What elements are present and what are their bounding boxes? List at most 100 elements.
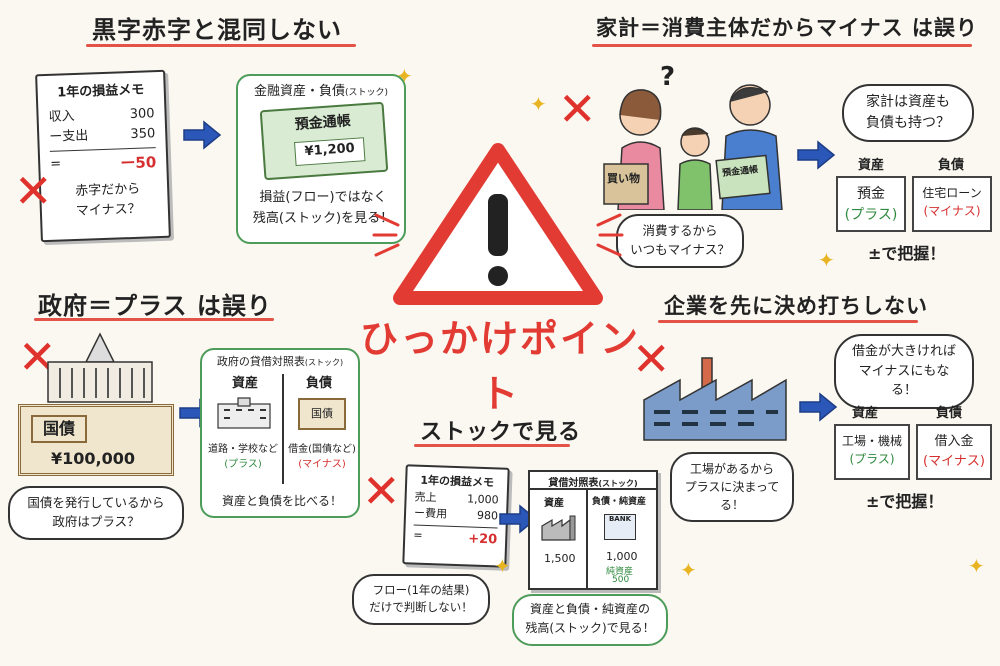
- memo-value: 300: [129, 106, 155, 123]
- asset-heading: 資産: [858, 158, 885, 173]
- x-mark-icon: ✕: [14, 164, 53, 218]
- bond-amount: ¥100,000: [51, 449, 136, 468]
- liability-heading: 負債: [936, 406, 963, 421]
- sparkle-icon: ✦: [680, 558, 697, 582]
- memo-result: ー50: [120, 153, 157, 173]
- sparkle-icon: ✦: [968, 554, 985, 578]
- balance-sheet-card: 貸借対照表(ストック) 資産 負債・純資産 BANK 1,500 1,000 純…: [528, 470, 658, 590]
- footer-text: ±で把握！: [868, 244, 946, 263]
- memo-value: 1,000: [466, 491, 499, 506]
- bond-title: 国債: [31, 415, 87, 443]
- sheet-title-text: 貸借対照表: [548, 478, 599, 489]
- shopping-bag-label: 買い物: [607, 172, 640, 185]
- divider: [530, 488, 656, 490]
- heading-s2: 家計＝消費主体だからマイナス は誤り: [596, 16, 978, 40]
- right-value: 1,000: [606, 550, 638, 563]
- liability-caption: 借金(国債など) (マイナス): [284, 442, 360, 472]
- asset-heading: 資産: [232, 376, 259, 391]
- asset-card: 預金 (プラス): [836, 176, 906, 232]
- school-building-icon: [217, 397, 271, 429]
- stock-caption: 資産と負債・純資産の 残高(ストック)で見る！: [512, 594, 668, 646]
- company-speech-bubble: 工場があるから プラスに決まってる！: [670, 452, 794, 522]
- memo-result-row: = +20: [413, 527, 498, 549]
- parliament-building-icon: [47, 332, 153, 403]
- liability-tag: (マイナス): [298, 459, 346, 470]
- memo-eq: =: [413, 528, 423, 542]
- heading-s3: 政府＝プラス は誤り: [38, 292, 272, 320]
- x-mark-icon: ✕: [632, 332, 671, 386]
- memo-label: 収入: [48, 109, 75, 126]
- divider: [586, 488, 588, 588]
- liability-name: 住宅ローン: [922, 186, 982, 200]
- memo-result-row: = ー50: [50, 152, 157, 179]
- emphasis-lines-icon: [372, 213, 400, 257]
- question-mark: ?: [660, 62, 676, 92]
- liability-caption-text: 借金(国債など): [288, 444, 356, 455]
- sheet-title: 貸借対照表(ストック): [530, 474, 656, 489]
- memo-label: ー費用: [413, 506, 448, 521]
- memo-result: +20: [467, 530, 498, 547]
- heading-s5: 企業を先に決め打ちしない: [664, 294, 928, 318]
- heading-s5-underline: [658, 320, 918, 323]
- asset-name: 工場・機械: [841, 434, 902, 448]
- government-speech-bubble: 国債を発行しているから 政府はプラス？: [8, 486, 184, 540]
- household-speech-bubble: 消費するから いつもマイナス？: [616, 214, 744, 268]
- main-title: ひっかけポイント: [359, 317, 640, 416]
- passbook: 預金通帳 ¥1,200: [259, 101, 389, 181]
- heading-s2-underline: [592, 44, 972, 47]
- heading-s3-underline: [34, 318, 274, 321]
- flow-speech-bubble: フロー(1年の結果) だけで判断しない！: [352, 574, 490, 625]
- passbook-title: 預金通帳: [294, 113, 352, 133]
- footer-text: ±で把握！: [866, 492, 944, 511]
- asset-name: 預金: [857, 186, 885, 202]
- box-footer: 資産と負債を比べる！: [221, 494, 342, 508]
- asset-caption-text: 道路・学校など: [208, 444, 278, 455]
- passbook-amount: ¥1,200: [294, 137, 366, 167]
- memo-value: 980: [476, 508, 499, 523]
- sparkle-icon: ✦: [396, 64, 413, 88]
- bank-mini-icon: BANK: [604, 514, 636, 540]
- liability-card: 借入金 (マイナス): [916, 424, 992, 480]
- net-value: 500: [612, 575, 630, 585]
- company-thought-cloud: 借金が大きければ マイナスにもなる！: [834, 334, 974, 409]
- household-thought-cloud: 家計は資産も 負債も持つ？: [842, 84, 974, 142]
- asset-tag: (プラス): [844, 207, 898, 223]
- factory-mini-icon: [541, 515, 576, 541]
- net-label: 純資産: [606, 567, 634, 577]
- liability-heading: 負債: [306, 376, 333, 391]
- liability-tag: (マイナス): [923, 453, 985, 469]
- right-arrow-icon: [183, 120, 222, 150]
- liability-name: 借入金: [934, 434, 974, 449]
- right-arrow-icon: [797, 140, 836, 170]
- financial-assets-box: 金融資産・負債(ストック) 預金通帳 ¥1,200 損益(フロー)ではなく 残高…: [236, 74, 406, 244]
- heading-s4-underline: [414, 444, 570, 447]
- bond-certificate: 国債 ¥100,000: [18, 404, 174, 476]
- asset-caption: 道路・学校など (プラス): [204, 442, 282, 472]
- government-balance-sheet-box: 政府の貸借対照表(ストック) 資産 負債 国債 道路・学校など (プラス) 借金…: [200, 348, 360, 518]
- profit-memo: 1年の損益メモ 売上 1,000 ー費用 980 = +20: [402, 464, 510, 568]
- sparkle-icon: ✦: [494, 554, 511, 578]
- asset-heading: 資産: [852, 406, 879, 421]
- box-title-text: 政府の貸借対照表: [216, 355, 305, 368]
- heading-s1-underline: [86, 44, 356, 47]
- memo-value: 350: [130, 126, 156, 143]
- x-mark-icon: ✕: [558, 82, 597, 136]
- liability-tag: (マイナス): [923, 204, 981, 218]
- box-title-text: 金融資産・負債: [253, 84, 345, 99]
- memo-title: 1年の損益メモ: [56, 82, 145, 101]
- box-caption: 損益(フロー)ではなく 残高(ストック)を見る！: [252, 190, 394, 226]
- memo-row: ー費用 980: [414, 506, 499, 525]
- warning-triangle-icon: [393, 143, 603, 305]
- heading-s1: 黒字赤字と混同しない: [92, 16, 342, 44]
- memo-label: ー支出: [49, 128, 89, 146]
- factory-illustration: [643, 357, 787, 441]
- sparkle-icon: ✦: [818, 248, 835, 272]
- liability-heading: 負債: [938, 158, 965, 173]
- liability-card: 住宅ローン (マイナス): [912, 176, 992, 232]
- memo-question: 赤字だから マイナス？: [74, 181, 141, 219]
- loss-memo: 1年の損益メモ 収入 300 ー支出 350 = ー50 赤字だから マイナス？: [35, 69, 171, 243]
- left-value: 1,500: [544, 552, 576, 565]
- emphasis-lines-icon: [596, 213, 624, 257]
- left-heading: 資産: [544, 498, 564, 509]
- box-title: 金融資産・負債(ストック): [238, 80, 404, 99]
